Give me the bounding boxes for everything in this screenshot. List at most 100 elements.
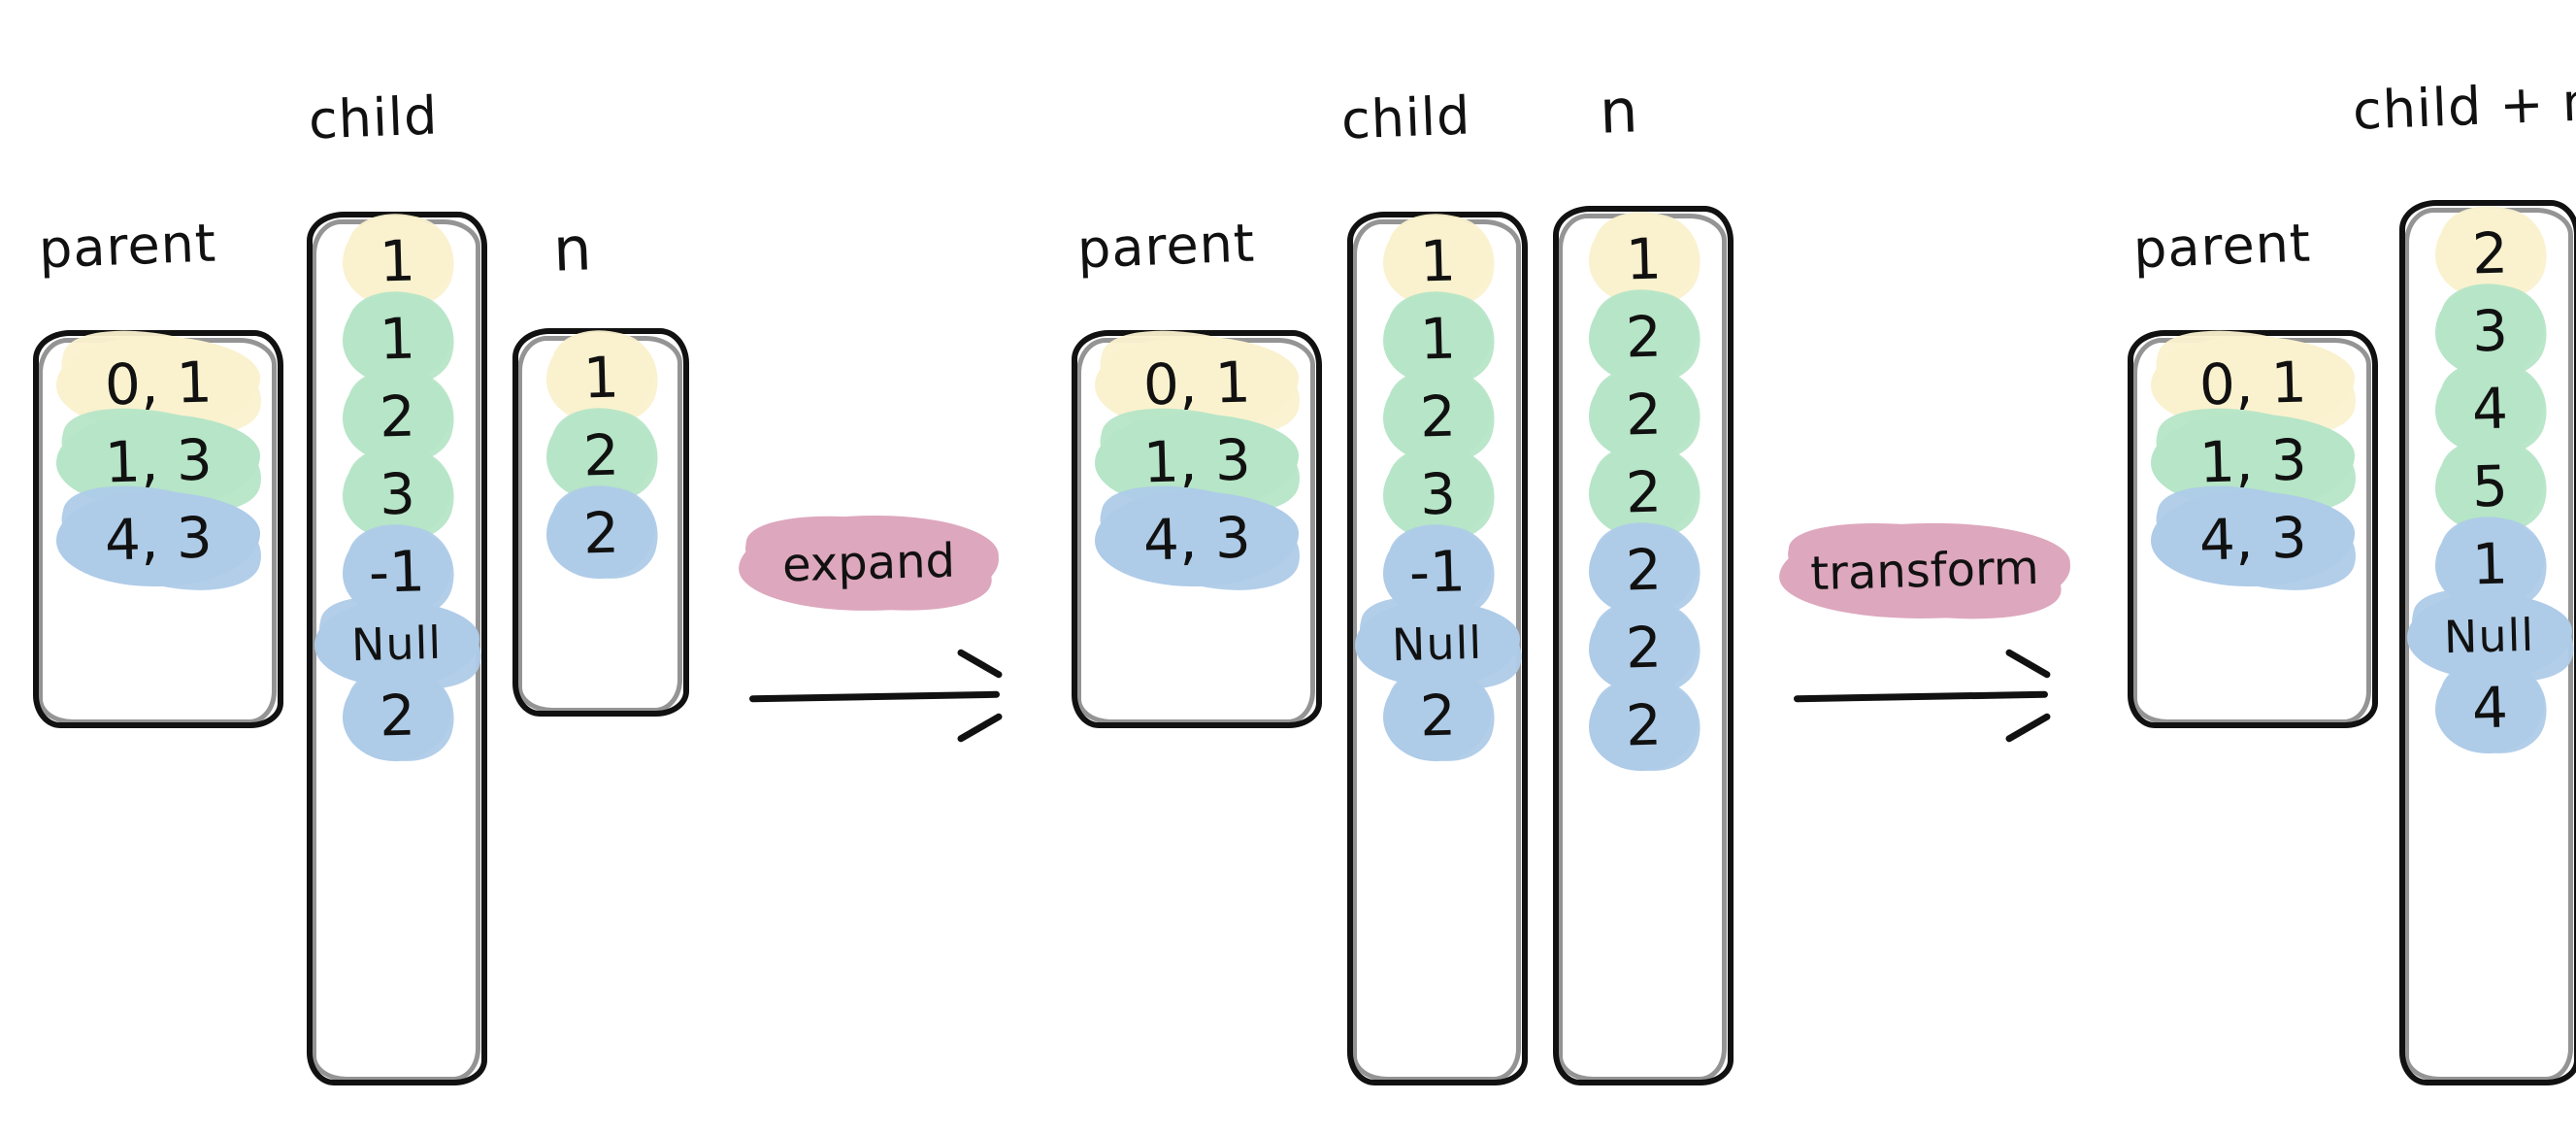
cell: 4, 3 <box>2146 469 2366 606</box>
cell: 4, 3 <box>51 469 272 606</box>
cell-value: 2 <box>1418 383 1457 451</box>
arrow-head-lower <box>956 712 1004 744</box>
cell-value: 2 <box>1624 303 1663 371</box>
cell: 0, 1 <box>51 314 272 451</box>
column-label-child-before: child <box>307 84 440 151</box>
column-n-expanded: 1 2 2 2 2 2 2 <box>1553 202 1734 1085</box>
column-cells: 0, 1 1, 3 4, 3 <box>1072 314 1322 728</box>
arrow-transform <box>1793 648 2052 744</box>
cell-value: Null <box>350 616 444 672</box>
cell-value: 5 <box>2470 452 2509 520</box>
cell: 1 <box>337 282 463 394</box>
cell-value: 2 <box>1418 682 1457 750</box>
cell-value: 4, 3 <box>1141 504 1252 574</box>
cell-value: Null <box>2443 608 2536 664</box>
arrow-expand <box>748 648 1004 744</box>
arrow-shaft <box>1793 690 2049 703</box>
cell: 2 <box>1583 668 1709 781</box>
arrow-head-lower <box>2004 712 2052 744</box>
cell: 1 <box>1377 282 1503 394</box>
cell-value: 1, 3 <box>103 426 214 496</box>
column-cells: 1 1 2 3 -1 Null 2 <box>307 204 490 1085</box>
cell-value: 2 <box>2470 219 2509 287</box>
arrow-head-upper <box>2004 648 2052 680</box>
cell: 2 <box>2429 196 2556 309</box>
column-label-child-expanded: child <box>1339 84 1472 151</box>
cell-value: 4, 3 <box>103 504 214 574</box>
cell: 2 <box>1583 590 1709 703</box>
cell-value: 2 <box>378 383 416 451</box>
column-cells: 0, 1 1, 3 4, 3 <box>33 314 283 728</box>
cell-value: 1, 3 <box>1141 426 1252 496</box>
cell-value: 2 <box>1624 691 1663 759</box>
column-cells: 1 1 2 3 -1 Null 2 <box>1347 204 1531 1085</box>
cell: 1 <box>1377 204 1503 317</box>
cell-value: 1 <box>1418 227 1457 295</box>
column-child-plus-n: 2 3 4 5 1 Null 4 <box>2399 196 2576 1085</box>
column-cells: 1 2 2 <box>512 320 689 717</box>
column-parent-expanded: 0, 1 1, 3 4, 3 <box>1072 314 1322 728</box>
cell-value: -1 <box>368 538 426 606</box>
cell: 3 <box>337 437 463 550</box>
cell-value: 3 <box>1418 460 1457 528</box>
cell-value: Null <box>1391 616 1484 672</box>
cell: 3 <box>2429 274 2556 386</box>
cell-value: 4 <box>2470 375 2509 443</box>
column-label-parent-before: parent <box>37 212 218 281</box>
cell-value: 2 <box>1624 381 1663 449</box>
column-parent-before: 0, 1 1, 3 4, 3 <box>33 314 283 728</box>
cell-value: 2 <box>1624 614 1663 682</box>
cell: -1 <box>1377 515 1503 627</box>
cell: 2 <box>1583 435 1709 548</box>
cell: 2 <box>337 658 463 771</box>
cell: 2 <box>541 476 667 588</box>
cell: 4, 3 <box>1090 469 1310 606</box>
operation-label-transform: transform <box>1777 508 2072 634</box>
cell: 1 <box>337 204 463 317</box>
cell: 1 <box>2429 507 2556 619</box>
cell: 1, 3 <box>51 391 272 528</box>
arrow-shaft <box>748 690 1001 703</box>
cell: -1 <box>337 515 463 627</box>
cell-value: 1 <box>1418 305 1457 373</box>
cell-value: 1 <box>1624 225 1663 293</box>
cell-value: 1 <box>378 305 416 373</box>
cell: 0, 1 <box>1090 314 1310 451</box>
cell: 2 <box>337 359 463 472</box>
column-cells: 2 3 4 5 1 Null 4 <box>2399 196 2576 1085</box>
cell-value: 1 <box>378 227 416 295</box>
cell: 4 <box>2429 651 2556 763</box>
cell: 2 <box>541 398 667 511</box>
cell-value: 4 <box>2470 674 2509 742</box>
cell: 2 <box>1583 357 1709 470</box>
cell: 1, 3 <box>2146 391 2366 528</box>
cell: 2 <box>1583 513 1709 625</box>
column-label-n-before: n <box>551 213 594 285</box>
cell: 3 <box>1377 437 1503 550</box>
column-child-before: 1 1 2 3 -1 Null 2 <box>307 204 490 1085</box>
operation-label-expand: expand <box>737 502 1002 624</box>
cell-value: 2 <box>1624 458 1663 526</box>
cell-value: 2 <box>581 499 620 567</box>
cell: Null <box>1351 583 1531 702</box>
column-label-parent-expanded: parent <box>1075 212 1257 281</box>
cell: 0, 1 <box>2146 314 2366 451</box>
cell: 1, 3 <box>1090 391 1310 528</box>
column-cells: 1 2 2 2 2 2 2 <box>1553 202 1734 1085</box>
cell-value: 1, 3 <box>2197 426 2308 496</box>
cell: Null <box>311 583 490 702</box>
cell-value: 2 <box>378 682 416 750</box>
column-child-expanded: 1 1 2 3 -1 Null 2 <box>1347 204 1531 1085</box>
cell: 2 <box>1377 658 1503 771</box>
column-label-parent-transformed: parent <box>2131 212 2313 281</box>
cell: 5 <box>2429 429 2556 542</box>
cell-value: 4, 3 <box>2197 504 2308 574</box>
operation-label-text: expand <box>781 533 956 593</box>
column-cells: 0, 1 1, 3 4, 3 <box>2128 314 2378 728</box>
cell-value: 1 <box>581 344 620 412</box>
cell: 2 <box>1377 359 1503 472</box>
column-label-child-plus-n: child + n <box>2351 71 2576 142</box>
cell: 1 <box>541 320 667 433</box>
cell-value: 1 <box>2470 530 2509 598</box>
